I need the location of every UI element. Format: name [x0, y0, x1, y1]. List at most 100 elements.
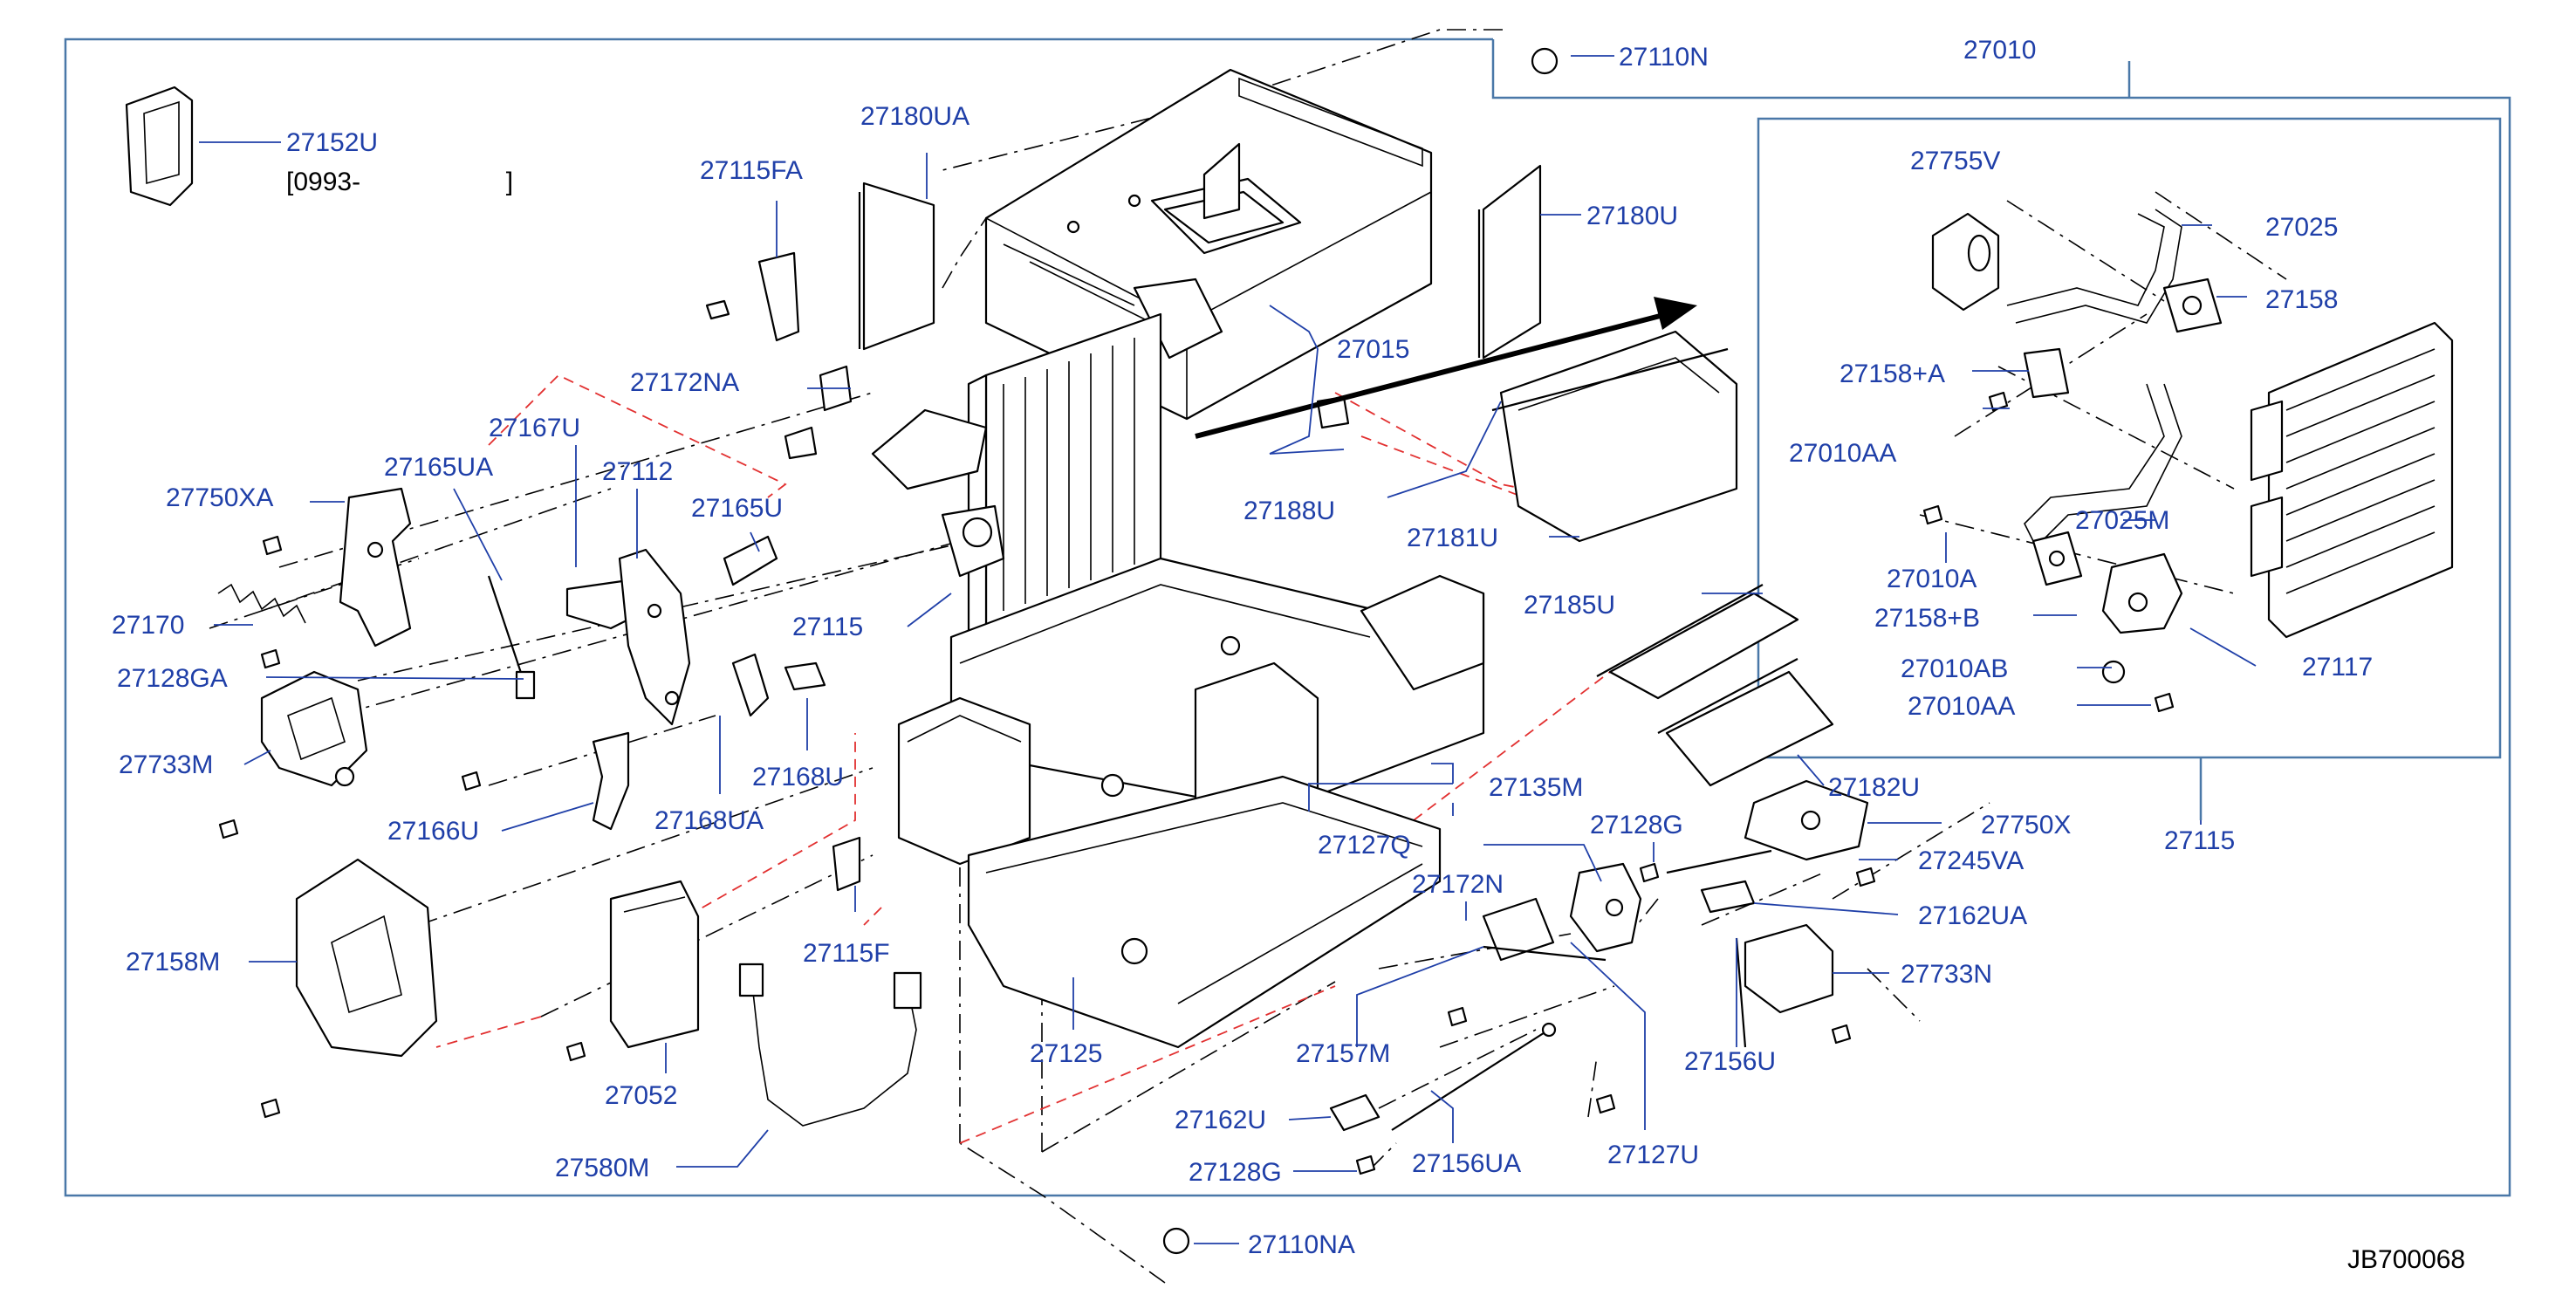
label-27181U: 27181U	[1407, 524, 1498, 552]
outer-frame	[64, 38, 2511, 1197]
label-27733M: 27733M	[119, 750, 213, 779]
label-27128G-bot: 27128G	[1189, 1158, 1282, 1187]
clip-27168UA	[731, 653, 770, 717]
label-27127U: 27127U	[1607, 1141, 1699, 1169]
flange-27158B	[2031, 531, 2083, 586]
valve-27117	[2101, 552, 2183, 634]
heater-core-subassembly-frame	[1757, 117, 2502, 759]
label-27158B: 27158+B	[1874, 604, 1980, 633]
gasket-27158	[2162, 278, 2223, 333]
label-27152U: 27152U	[286, 128, 378, 157]
label-27015: 27015	[1337, 335, 1409, 364]
label-27167U: 27167U	[489, 414, 580, 442]
lever-27165U	[723, 535, 778, 586]
door-27182U	[1657, 658, 1834, 787]
label-27010AA-bot: 27010AA	[1908, 692, 2015, 721]
label-27010: 27010	[1963, 36, 2036, 65]
label-27733N: 27733N	[1901, 960, 1992, 989]
label-27166U: 27166U	[387, 817, 479, 846]
filter-27180U	[1477, 164, 1542, 360]
label-27245VA: 27245VA	[1918, 846, 2024, 875]
label-27025M: 27025M	[2075, 506, 2169, 535]
rod-27165UA	[487, 575, 536, 700]
evaporator-core-27115	[871, 312, 1162, 639]
label-27128G-top: 27128G	[1590, 811, 1683, 839]
label-27172N: 27172N	[1412, 870, 1504, 899]
grommet-27755V	[1931, 212, 2000, 312]
part-labels: 27110N 27010 27152U [0993- ] 27180UA 271…	[112, 36, 2465, 1274]
label-27156UA: 27156UA	[1412, 1149, 1521, 1178]
rod-27156U	[1735, 937, 1747, 1048]
pipe-27025	[2006, 209, 2182, 324]
label-27172NA: 27172NA	[630, 368, 739, 397]
label-27117: 27117	[2302, 653, 2373, 682]
label-27156U: 27156U	[1684, 1047, 1776, 1076]
case-cover-27158M	[295, 858, 438, 1058]
label-27168U: 27168U	[752, 763, 844, 791]
diagram-code: JB700068	[2347, 1245, 2465, 1274]
label-27010AB: 27010AB	[1901, 654, 2008, 683]
clip-27168U	[784, 661, 826, 691]
label-27158: 27158	[2265, 285, 2338, 314]
bracket-27172N	[1482, 897, 1555, 962]
label-27750XA: 27750XA	[166, 483, 273, 512]
actuator-27733M	[260, 670, 368, 787]
label-27112: 27112	[602, 457, 673, 486]
label-27188U: 27188U	[1243, 497, 1335, 525]
label-27165UA: 27165UA	[384, 453, 493, 482]
label-27755V: 27755V	[1910, 147, 2000, 175]
bracket-27750XA	[339, 487, 412, 648]
lever-27162U	[1329, 1093, 1380, 1132]
lever-27166U	[592, 731, 630, 831]
diagram-frame	[64, 38, 2511, 1197]
rod-27157M	[1483, 945, 1607, 962]
label-27180UA: 27180UA	[860, 102, 969, 131]
control-unit-27052	[609, 880, 700, 1049]
label-27052: 27052	[605, 1081, 677, 1110]
label-leaders	[199, 55, 2257, 1244]
label-27162U: 27162U	[1175, 1106, 1266, 1134]
label-27025: 27025	[2265, 213, 2338, 242]
bracket-27750X	[1744, 779, 1869, 861]
label-27010AA-top: 27010AA	[1789, 439, 1896, 468]
door-27185U	[1596, 584, 1799, 700]
direction-arrow-icon	[1195, 297, 1697, 439]
rod-27245VA	[1666, 849, 1772, 874]
rod-27156UA	[1391, 1022, 1557, 1131]
label-27115-mid: 27115	[792, 613, 863, 641]
fasteners	[218, 47, 2175, 1255]
gasket-27158A	[2023, 347, 2070, 399]
label-27165U: 27165U	[691, 494, 783, 523]
label-27127Q: 27127Q	[1318, 831, 1411, 860]
label-27110N: 27110N	[1619, 43, 1709, 72]
label-27158A: 27158+A	[1840, 360, 1945, 388]
filter-27180UA	[858, 182, 935, 351]
label-27152U-range: [0993- ]	[286, 168, 513, 196]
label-27158M: 27158M	[126, 948, 220, 976]
label-27010A: 27010A	[1887, 565, 1977, 593]
label-27115F: 27115F	[803, 939, 890, 968]
actuator-27733N	[1744, 923, 1834, 1014]
harness-27580M	[738, 963, 922, 1127]
label-27162UA: 27162UA	[1918, 901, 2027, 930]
upper-case-27015	[984, 68, 1433, 421]
label-27128GA: 27128GA	[117, 664, 228, 693]
label-27110NA: 27110NA	[1248, 1230, 1355, 1259]
label-27185U: 27185U	[1524, 591, 1615, 620]
bracket-27115F	[832, 836, 861, 892]
label-27115-right: 27115	[2164, 826, 2235, 855]
door-27181U	[1491, 330, 1738, 543]
clip-27172NA	[784, 365, 853, 460]
label-27125: 27125	[1030, 1039, 1102, 1068]
lever-27127Q	[1569, 862, 1642, 953]
label-27180U: 27180U	[1586, 202, 1678, 230]
lever-27162UA	[1700, 880, 1756, 914]
label-27135M: 27135M	[1489, 773, 1583, 802]
link-27112	[618, 548, 691, 726]
label-27115FA: 27115FA	[700, 156, 803, 185]
label-27182U: 27182U	[1828, 773, 1920, 802]
bottom-tray-27125	[967, 775, 1442, 1049]
label-27168UA: 27168UA	[654, 806, 764, 835]
bracket-27115FA	[757, 251, 800, 342]
